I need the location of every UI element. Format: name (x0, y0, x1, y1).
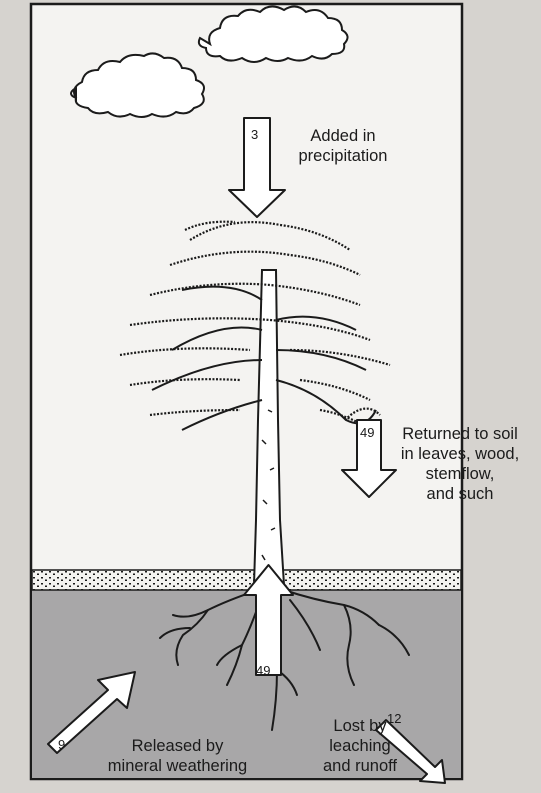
weathering-label: Released by mineral weathering (95, 736, 260, 776)
uptake-value: 49 (256, 664, 270, 678)
weathering-value: 9 (58, 738, 65, 752)
precipitation-value: 3 (251, 128, 258, 142)
litter-layer (32, 570, 461, 590)
returned-label: Returned to soil in leaves, wood, stemfl… (390, 424, 530, 504)
precipitation-label: Added in precipitation (278, 126, 408, 166)
returned-value: 49 (360, 426, 374, 440)
leaching-label: Lost by leaching and runoff (310, 716, 410, 776)
